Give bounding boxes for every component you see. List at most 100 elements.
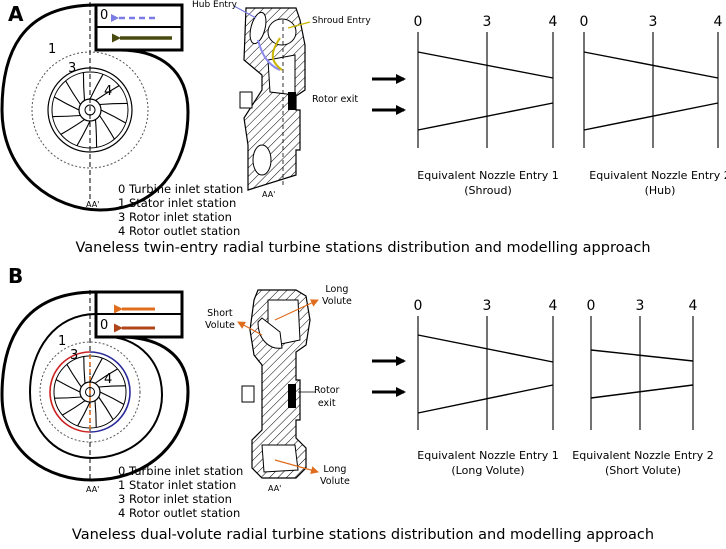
nozzle-upper-wall [417,51,554,79]
station-label: 4 [689,298,698,314]
rotor-blade [94,119,98,148]
section-axis-label-a: AA' [262,190,276,199]
nozzle-lower-wall [417,102,554,131]
nozzle-upper-wall [590,349,694,362]
legend-item: 1 Stator inlet station [118,478,237,492]
nozzle-lower-wall [590,384,694,399]
rotor-blade [94,368,118,384]
station-label: 4 [549,298,558,314]
rotor-blade [99,391,125,405]
station-label: 3 [636,298,645,314]
rotor-blade [98,396,114,420]
label-line: Volute [205,320,235,331]
nozzle-model-b2: 0 3 4 [587,298,698,430]
station-legend-b: 0 Turbine inlet station 1 Stator inlet s… [118,464,243,520]
rotor-blade [60,119,85,135]
rotor-blade [89,74,104,100]
inlet-station-label-b: 0 [100,318,109,333]
rotor-inlet-label-a: 3 [68,61,77,76]
rotor-blade [89,357,103,383]
label-line: Long [325,284,349,295]
rotor-exit-label-a: Rotor exit [312,94,359,105]
nozzle-caption-line: Equivalent Nozzle Entry 1 [417,449,559,462]
long-volute-top-label: Long Volute [322,284,352,308]
rotor-blade [100,109,126,124]
rotor-blade [77,401,91,427]
nozzle-upper-wall [417,334,554,363]
panel-a-volute [0,2,190,212]
nozzle-caption-a1: Equivalent Nozzle Entry 1 (Shroud) [388,168,588,198]
rotor-inlet-label-b: 3 [70,348,79,363]
station-label: 0 [414,298,423,314]
rotor-blade [95,85,120,101]
section-axis-label-b: AA' [268,484,282,493]
shroud-entry-label: Shroud Entry [312,16,371,26]
rotor-blade [76,120,91,146]
caption-a: Vaneless twin-entry radial turbine stati… [75,240,651,256]
hub-entry-label: Hub Entry [192,0,237,10]
station-label: 4 [714,14,723,30]
station-label: 3 [483,14,492,30]
rotor-outlet-label-a: 4 [104,84,113,99]
nozzle-caption-line: Equivalent Nozzle Entry 1 [417,169,559,182]
label-line: Volute [320,476,350,487]
rotor-blade [66,364,82,388]
rotor-blade [99,115,115,140]
legend-item: 3 Rotor inlet station [118,492,232,506]
station-label: 0 [580,14,589,30]
panel-b-volute [0,290,190,482]
nozzle-model-a1: 0 3 4 [414,14,558,148]
nozzle-caption-line: Equivalent Nozzle Entry 2 [589,169,726,182]
rotor-blades-b [54,356,126,428]
nozzle-caption-b2: Equivalent Nozzle Entry 2 (Short Volute) [543,448,726,478]
rotor-blade [55,379,81,393]
rotor-blade [98,385,126,388]
label-line: Rotor [314,385,340,396]
nozzle-upper-wall [583,51,719,79]
legend-item: 0 Turbine inlet station [118,464,244,478]
nozzle-lower-wall [583,102,719,131]
station-label: 3 [483,298,492,314]
rotor-blade [52,114,81,118]
station-label: 0 [587,298,596,314]
rotor-blade [82,72,86,101]
short-volute-label: Short Volute [205,308,235,332]
stator-station-label-a: 1 [48,42,57,57]
nozzle-caption-a2: Equivalent Nozzle Entry 2 (Hub) [560,168,726,198]
label-line: exit [317,398,336,409]
rotor-blade [83,356,86,384]
station-legend-a: 0 Turbine inlet station 1 Stator inlet s… [118,182,243,238]
legend-item: 3 Rotor inlet station [118,210,232,224]
axis-label-a: AA' [86,200,100,209]
legend-item: 4 Rotor outlet station [118,506,241,520]
caption-b: Vaneless dual-volute radial turbine stat… [71,527,655,543]
station-label: 4 [549,14,558,30]
rotor-blade [94,400,97,428]
rotor-blade [65,80,81,105]
rotor-blade [54,96,80,111]
station-label: 3 [649,14,658,30]
nozzle-model-a2: 0 3 4 [580,14,723,148]
panel-letter-a: A [8,2,24,26]
rotor-blade [99,102,128,106]
nozzle-model-b1: 0 3 4 [414,298,558,430]
panel-letter-b: B [8,264,24,288]
long-volute-bottom-label: Long Volute [320,464,350,488]
nozzle-caption-line: (Long Volute) [451,464,525,477]
rotor-blade [62,400,86,416]
nozzle-caption-line: Equivalent Nozzle Entry 2 [572,449,714,462]
axis-label-b: AA' [86,485,100,494]
nozzle-caption-line: (Short Volute) [604,464,682,477]
stator-station-label-b: 1 [58,334,67,349]
station-label: 0 [414,14,423,30]
rotor-outlet-label-b: 4 [104,372,113,387]
rotor-blades-a [52,72,128,148]
nozzle-caption-line: (Shroud) [464,184,512,197]
legend-item: 4 Rotor outlet station [118,224,241,238]
rotor-blade [54,396,82,399]
nozzle-lower-wall [417,384,554,414]
rotor-exit-label-b: Rotor exit [314,384,339,410]
legend-item: 1 Stator inlet station [118,196,237,210]
